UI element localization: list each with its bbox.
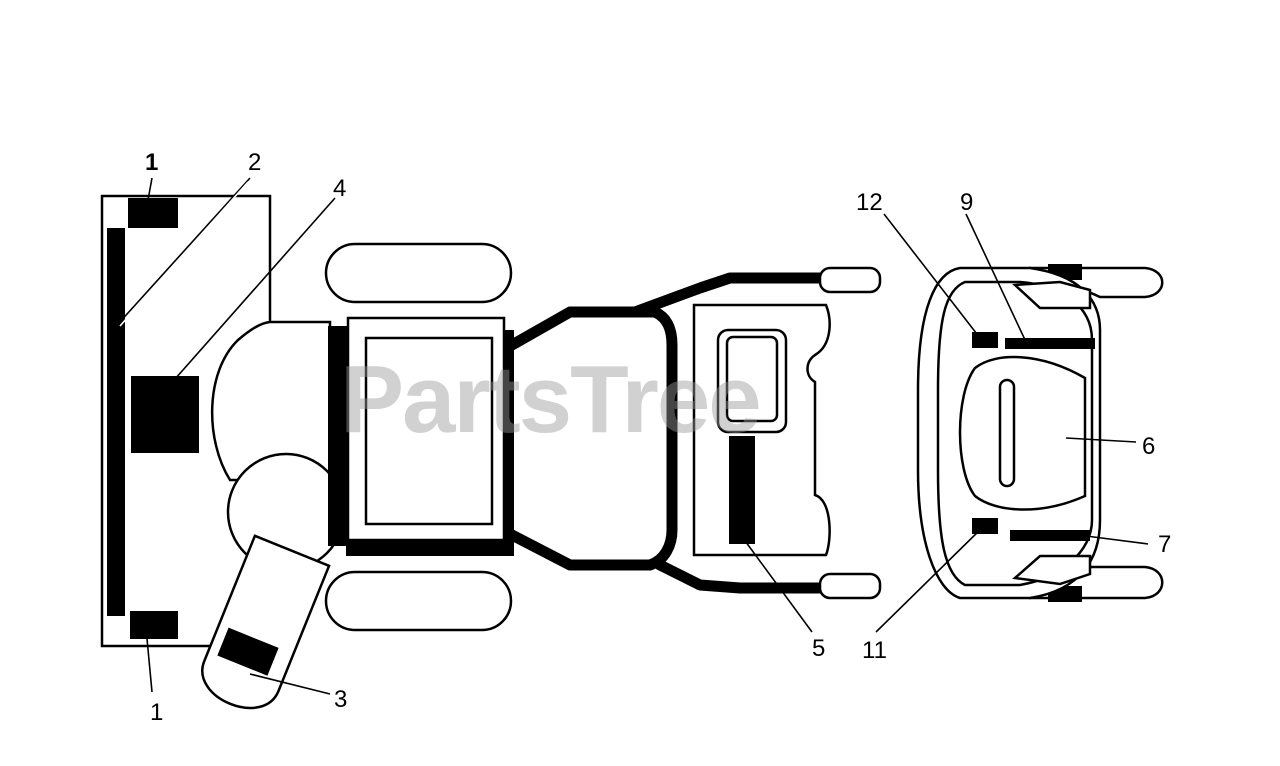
decal-deck-strip xyxy=(107,228,125,616)
hood xyxy=(328,316,514,556)
callout-11: 11 xyxy=(862,637,887,664)
decal-chute xyxy=(217,627,279,676)
frame-rear-top xyxy=(629,272,826,318)
decal-deck-bottom xyxy=(130,611,178,639)
callout-labels: 1 2 4 1 3 5 12 9 6 7 11 xyxy=(145,149,1171,726)
callout-9: 9 xyxy=(960,189,973,216)
decal-catcher-9 xyxy=(1005,338,1095,349)
catcher-lid xyxy=(958,355,1087,511)
decal-deck-center xyxy=(131,376,199,453)
decal-catcher-12 xyxy=(972,332,998,348)
callout-5: 5 xyxy=(812,635,825,662)
tire-right-front xyxy=(324,570,513,632)
discharge-chute xyxy=(201,534,331,710)
callout-12: 12 xyxy=(856,189,883,216)
grass-catcher xyxy=(916,264,1164,602)
catcher-slot xyxy=(998,378,1016,488)
discharge-housing xyxy=(210,320,332,482)
decal-catcher-7 xyxy=(1010,530,1090,541)
frame-rear-bottom xyxy=(654,559,826,594)
callout-1-top: 1 xyxy=(145,149,158,176)
leader-lines xyxy=(117,177,1149,695)
hood-inner xyxy=(364,336,494,526)
watermark: PartsTree xyxy=(340,346,760,453)
callout-1-bottom: 1 xyxy=(150,699,163,726)
decal-deck-top xyxy=(128,198,178,228)
tire-left-front xyxy=(324,242,513,304)
grip-bottom xyxy=(818,572,882,600)
callout-7: 7 xyxy=(1158,531,1171,558)
callout-6: 6 xyxy=(1142,433,1155,460)
rear-console xyxy=(692,303,831,557)
callout-3: 3 xyxy=(334,686,347,713)
grip-top xyxy=(818,266,882,294)
callout-4: 4 xyxy=(333,175,346,202)
callout-2: 2 xyxy=(248,149,261,176)
decal-console xyxy=(729,436,755,544)
